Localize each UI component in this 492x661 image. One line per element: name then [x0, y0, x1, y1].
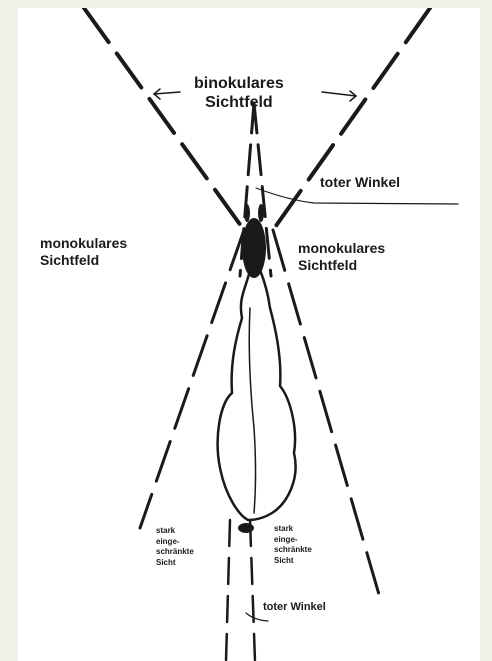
horse-ear-left [244, 204, 250, 222]
horse-ear-right [258, 204, 264, 222]
rear-blind-line-left [226, 520, 230, 661]
rear-blind-line-right [250, 520, 255, 661]
horse-tail [238, 523, 254, 533]
diagram-frame: binokulares Sichtfeld toter Winkel monok… [18, 8, 480, 661]
label-binocular-field: binokulares Sichtfeld [194, 74, 284, 112]
horse-back-line [249, 308, 255, 513]
label-restricted-vision-right: stark einge- schränkte Sicht [274, 524, 312, 566]
horse-body-outline [218, 270, 296, 520]
leader-line-bottom [246, 613, 268, 621]
label-blind-spot-top: toter Winkel [320, 174, 400, 191]
right-outer-boundary [273, 8, 430, 230]
label-restricted-vision-left: stark einge- schränkte Sicht [156, 526, 194, 568]
label-monocular-field-right: monokulares Sichtfeld [298, 240, 385, 274]
arrow-left [154, 92, 180, 94]
left-outer-boundary [84, 8, 244, 230]
label-blind-spot-bottom: toter Winkel [263, 601, 326, 614]
left-rear-boundary [140, 230, 244, 528]
horse-head [242, 218, 266, 278]
label-monocular-field-left: monokulares Sichtfeld [40, 235, 127, 269]
